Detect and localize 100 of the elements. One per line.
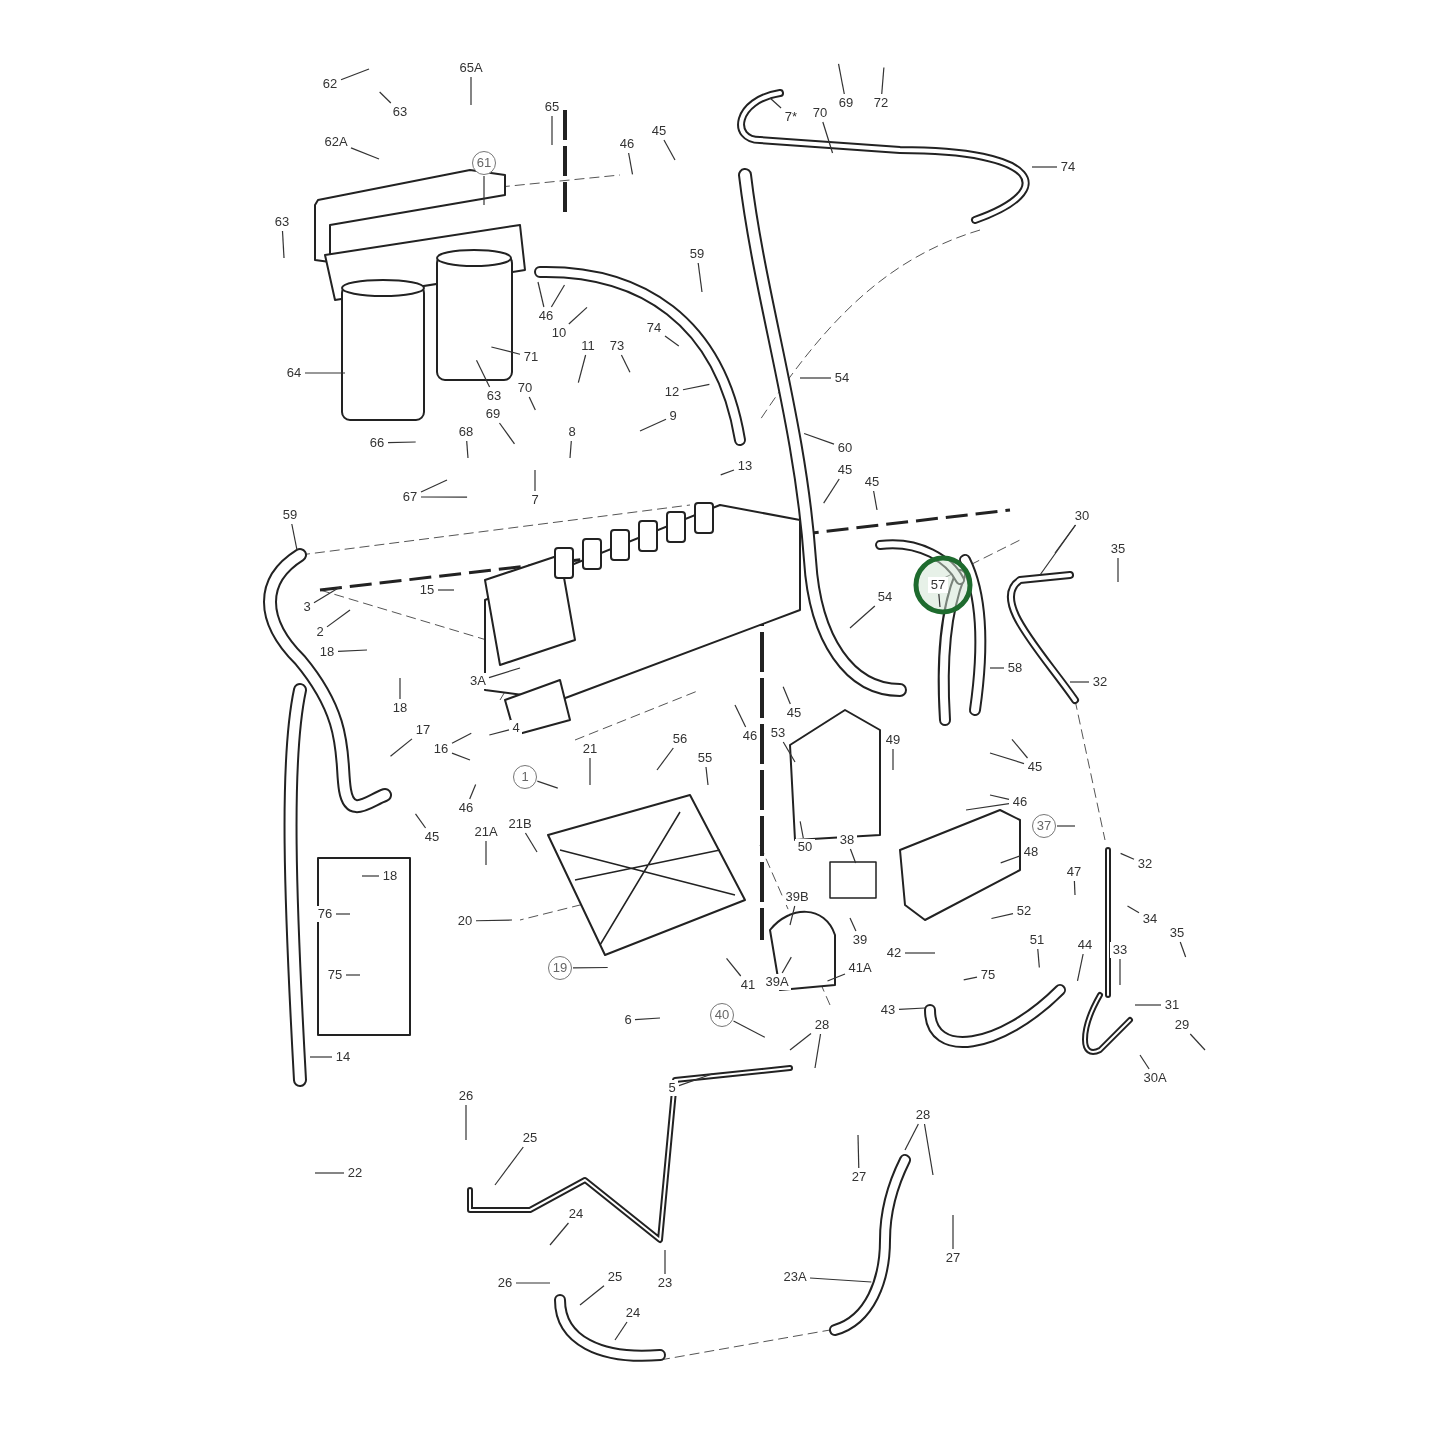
leader-line	[849, 848, 857, 864]
leader-line	[568, 306, 588, 325]
leader-line	[803, 432, 835, 445]
leader-line	[337, 649, 368, 653]
leader-line	[697, 262, 703, 293]
leader-line	[789, 905, 796, 926]
leader-line	[725, 957, 742, 977]
leader-line	[488, 667, 521, 679]
leader-line	[1039, 524, 1077, 576]
leader-line	[345, 974, 361, 976]
callout-number: 61	[472, 151, 496, 175]
leader-line	[664, 335, 680, 347]
leader-line	[781, 956, 792, 974]
leader-line	[720, 469, 735, 476]
leader-line	[822, 121, 834, 154]
leader-line	[789, 1033, 812, 1051]
leader-line	[1011, 738, 1029, 759]
leader-line	[485, 840, 487, 866]
leader-line	[1189, 1033, 1206, 1051]
leader-line	[569, 440, 572, 459]
leader-line	[989, 667, 1005, 669]
leader-line	[678, 1072, 715, 1087]
callout-number: 1	[513, 765, 537, 789]
leader-line	[965, 803, 1010, 811]
leader-line	[379, 91, 392, 104]
leader-line	[466, 440, 469, 459]
leader-line	[451, 752, 471, 761]
leader-line	[989, 752, 1025, 765]
callout-number: 5	[666, 1080, 678, 1096]
callout-number: 3A	[468, 673, 488, 689]
leader-line	[414, 813, 427, 829]
leader-line	[314, 1172, 345, 1174]
leader-line	[1073, 880, 1076, 896]
leader-line	[656, 747, 674, 771]
leader-line	[952, 1214, 954, 1250]
leader-line	[483, 175, 485, 206]
leader-line	[823, 478, 840, 504]
leader-line	[1069, 681, 1090, 683]
leader-line	[628, 152, 634, 175]
leader-line	[873, 490, 878, 511]
leader-line	[399, 677, 401, 700]
leader-line	[1126, 905, 1140, 914]
leader-line	[639, 418, 667, 432]
leader-line	[1120, 852, 1135, 860]
leader-line	[1117, 557, 1119, 583]
callout-number: 37	[1032, 814, 1056, 838]
leader-line	[309, 1056, 333, 1058]
leader-line	[963, 976, 978, 981]
leader-line	[515, 1282, 551, 1284]
leader-line	[577, 354, 587, 384]
leader-line	[1119, 958, 1121, 986]
leader-line	[470, 76, 472, 106]
leader-line	[1000, 855, 1021, 864]
leader-line	[550, 284, 566, 308]
leader-line	[451, 732, 472, 744]
leader-line	[837, 63, 845, 95]
leader-line	[734, 704, 747, 728]
leader-line	[620, 354, 631, 373]
leader-line	[799, 377, 832, 379]
leader-line	[1037, 948, 1040, 969]
leader-line	[361, 875, 380, 877]
leader-line	[682, 383, 710, 391]
leader-line	[892, 748, 894, 771]
leader-line	[537, 281, 545, 308]
leader-line	[304, 372, 346, 374]
leader-line	[881, 66, 885, 95]
leader-line	[782, 741, 796, 763]
leader-line	[389, 738, 413, 757]
leader-line	[579, 1285, 605, 1306]
leader-line	[990, 912, 1014, 920]
leader-line	[524, 832, 538, 853]
callout-number: 39A	[763, 974, 791, 990]
leader-line	[826, 973, 846, 982]
leader-line	[387, 441, 417, 444]
leader-line	[799, 820, 804, 839]
leader-line	[938, 593, 941, 608]
leader-line	[614, 1321, 628, 1341]
leader-line	[782, 686, 791, 705]
leader-line	[549, 1222, 570, 1246]
leader-line	[904, 1123, 919, 1151]
callout-number: 40	[710, 1003, 734, 1027]
leader-line	[350, 147, 380, 160]
leader-line	[475, 919, 513, 922]
leader-line	[989, 794, 1010, 801]
leader-line	[1134, 1004, 1162, 1006]
callout-number: 57	[928, 577, 948, 593]
leader-line	[340, 68, 370, 81]
callout-number: 76	[315, 906, 335, 922]
leader-line	[664, 1249, 666, 1275]
leader-line	[1179, 941, 1187, 958]
leader-line	[536, 780, 559, 789]
callout-number: 19	[548, 956, 572, 980]
leader-line	[291, 523, 298, 551]
leader-line	[528, 396, 536, 411]
leader-line	[634, 1017, 661, 1021]
leader-line	[475, 359, 491, 388]
callout-number: 33	[1110, 942, 1130, 958]
callout-number: 39B	[783, 889, 811, 905]
leader-line	[705, 766, 709, 786]
leader-line	[898, 1007, 926, 1010]
